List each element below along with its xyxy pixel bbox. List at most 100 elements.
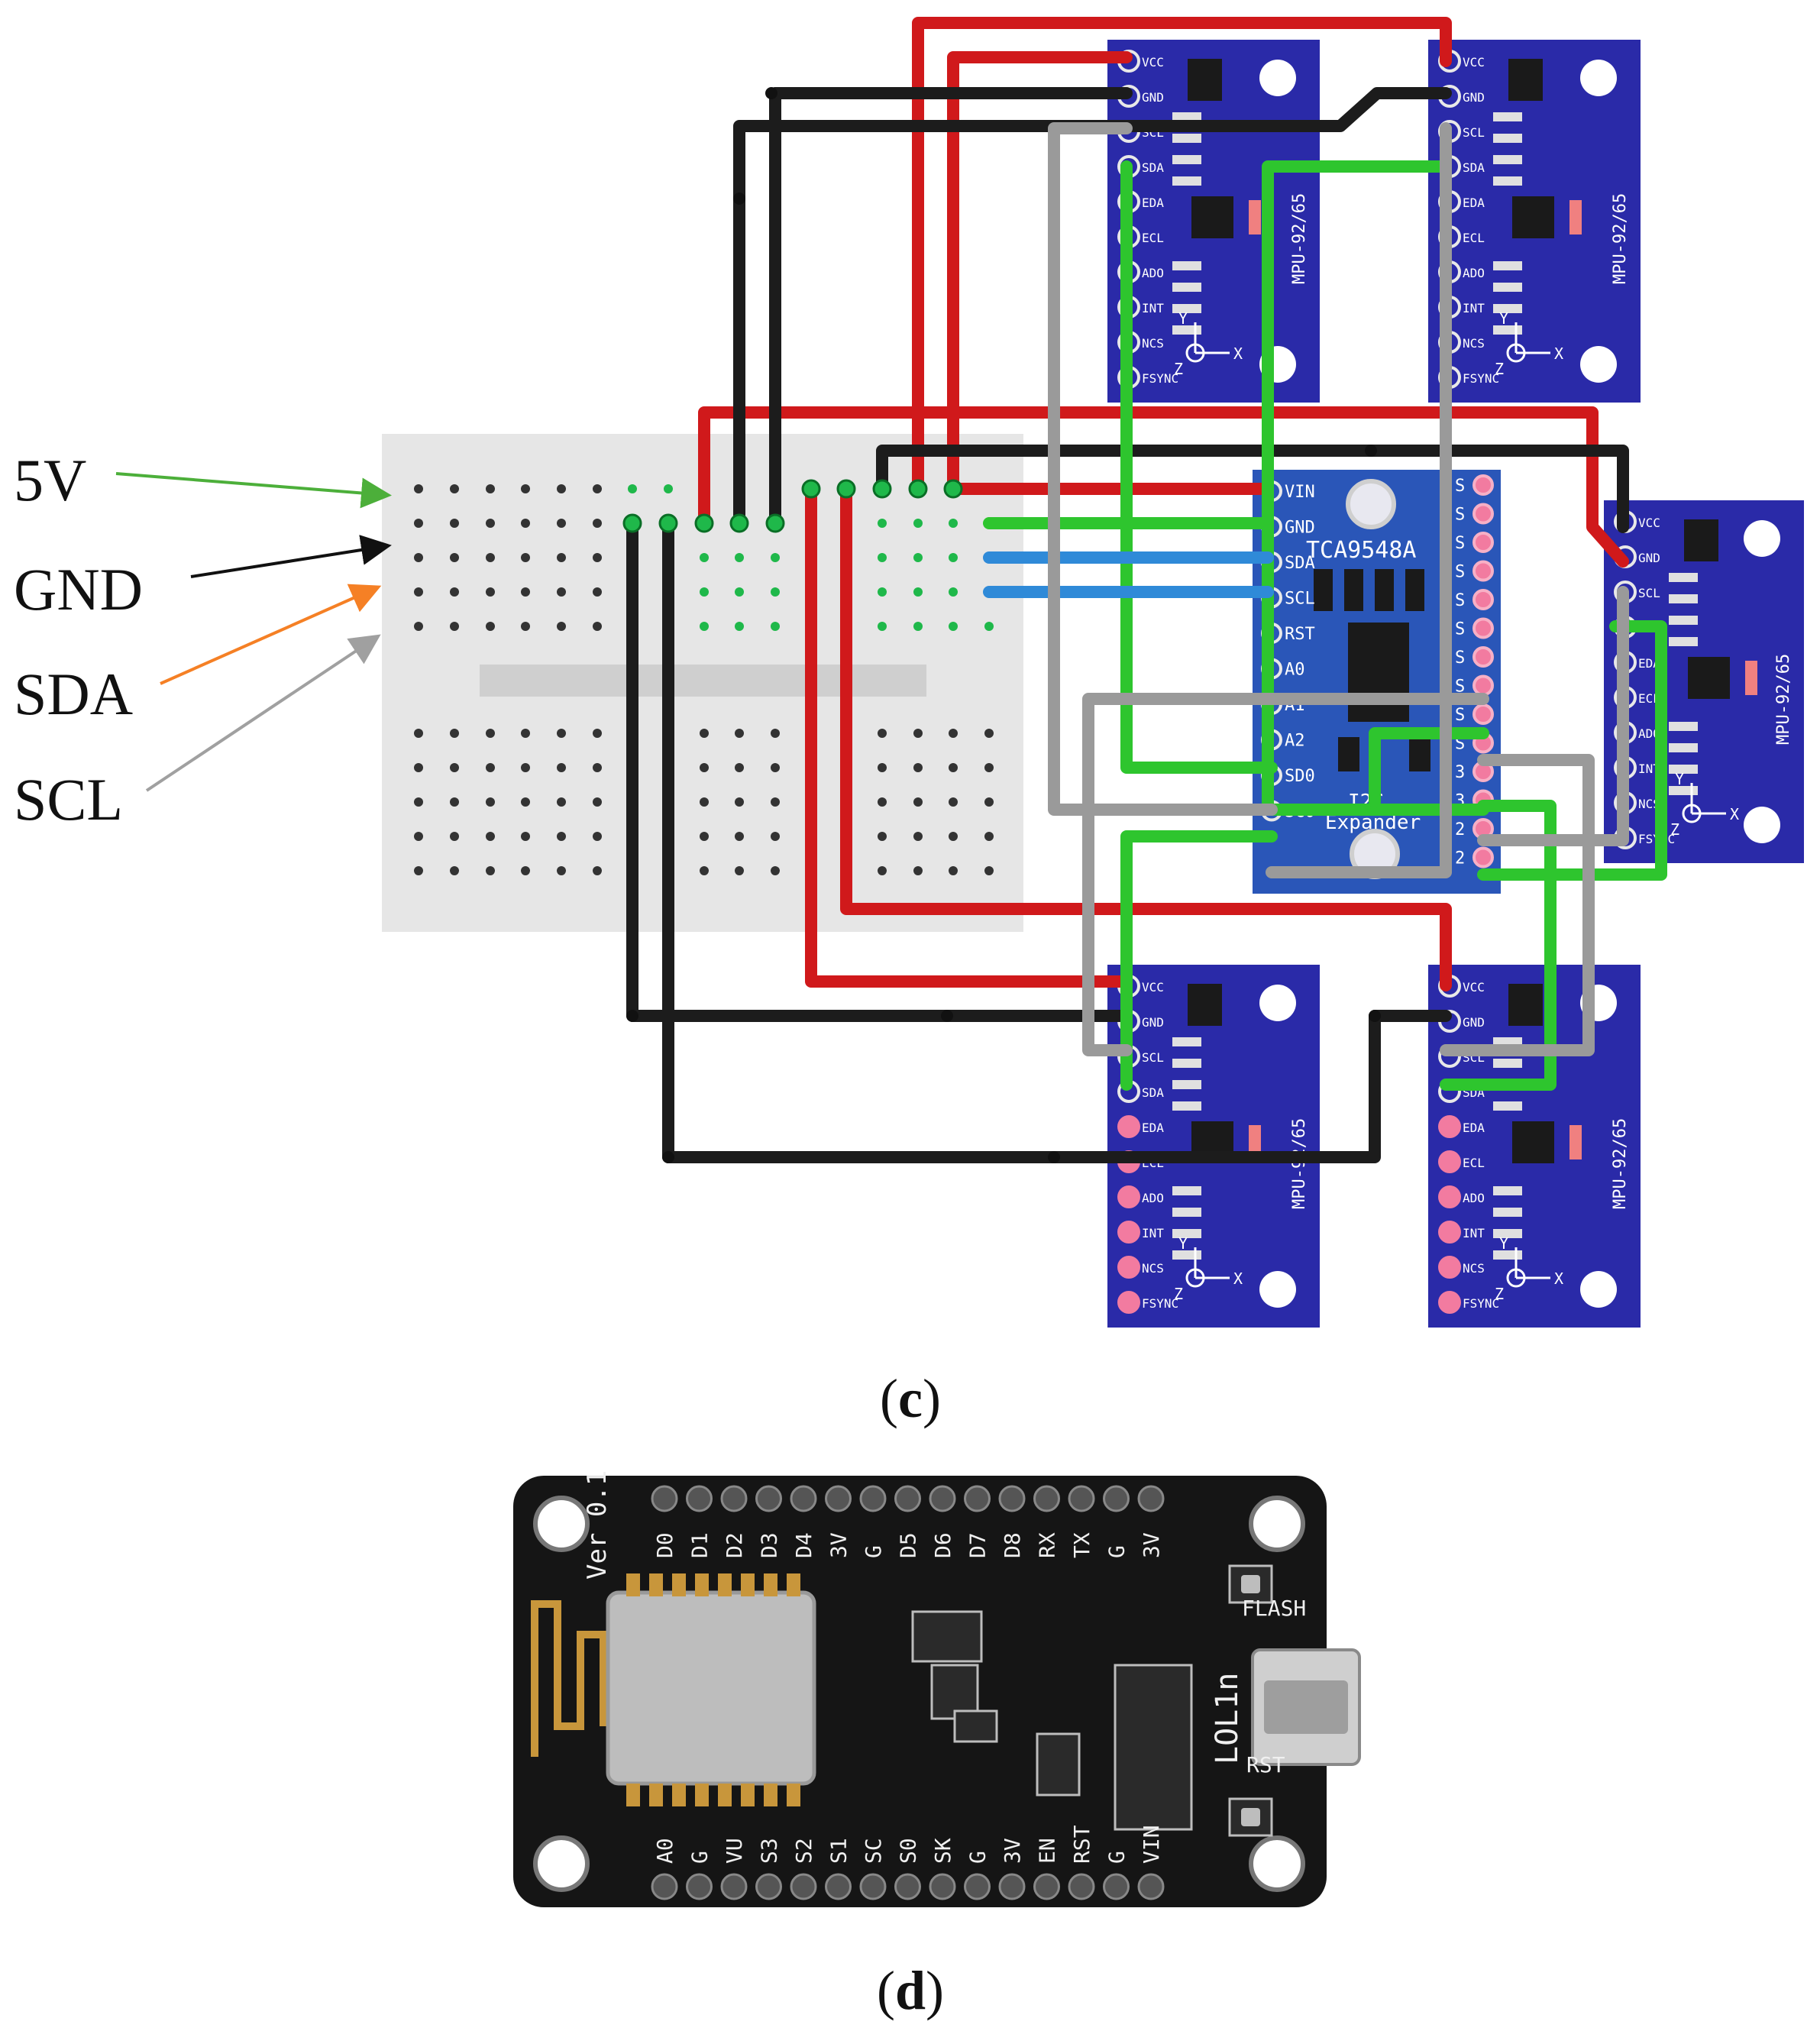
nodemcu-flash-label: FLASH <box>1242 1596 1306 1621</box>
legend-label-sda: SDA <box>14 661 134 727</box>
nodemcu-top-pin-label: G <box>861 1545 886 1558</box>
mpu-model-label: MPU-92/65 <box>1611 193 1630 284</box>
mux-right-pin-label: S <box>1455 706 1465 725</box>
nodemcu-top-pin-label: 3V <box>1139 1532 1164 1558</box>
wire-gray <box>1477 586 1629 846</box>
mpu-pin-label: NCS <box>1463 336 1485 351</box>
mpu-pin-label: ECL <box>1463 231 1485 245</box>
mpu-pin-label: FSYNC <box>1142 371 1178 386</box>
nodemcu-bottom-pin-label: G <box>965 1851 991 1864</box>
mpu-pin-label: EDA <box>1142 196 1164 210</box>
mpu-pin-label: VCC <box>1638 516 1660 530</box>
mpu-pin-label: GND <box>1463 1015 1485 1030</box>
nodemcu-top-pin-label: 3V <box>826 1532 852 1558</box>
wire-green <box>1120 830 1278 1091</box>
nodemcu-bottom-pin-label: S1 <box>826 1838 852 1864</box>
nodemcu-bottom-pin-label: VU <box>722 1838 747 1864</box>
mpu-pin-label: SCL <box>1463 125 1485 140</box>
nodemcu-top-pin-label: RX <box>1035 1532 1060 1558</box>
mpu-pin-label: INT <box>1142 1226 1164 1240</box>
nodemcu-top-pin-label: D1 <box>687 1532 713 1558</box>
mux-right-pin-label: S <box>1455 620 1465 639</box>
axis-x-label: X <box>1730 805 1739 823</box>
mpu-pin-label: GND <box>1142 1015 1164 1030</box>
mpu-sensor-board: VCCGNDSCLSDAEDAECLADOINTNCSFSYNCMPU-92/6… <box>1107 40 1320 403</box>
arrow-scl <box>145 634 381 792</box>
nodemcu-rst-label: RST <box>1246 1752 1285 1777</box>
mpu-pin-label: NCS <box>1638 797 1660 811</box>
mux-left-pin-label: A2 <box>1285 732 1305 751</box>
wire-black <box>662 517 1452 1163</box>
mpu-pin-label: VCC <box>1142 55 1164 70</box>
wire-gray <box>1266 122 1452 878</box>
mpu-pin-label: EDA <box>1638 656 1660 671</box>
wire-red <box>947 51 1133 495</box>
axis-x-label: X <box>1233 344 1243 363</box>
mpu-pin-label: ADO <box>1463 1191 1485 1205</box>
axis-z-label: Z <box>1174 1285 1183 1303</box>
mux-right-pin-label: S <box>1455 506 1465 525</box>
mux-right-pin-label: S <box>1455 563 1465 582</box>
mpu-pin-label: VCC <box>1463 980 1485 995</box>
mpu-pin-label: FSYNC <box>1142 1296 1178 1311</box>
arrow-sda <box>160 584 382 685</box>
mpu-pin-label: GND <box>1638 551 1660 565</box>
nodemcu-top-pin-label: D5 <box>896 1532 921 1558</box>
legend-arrows <box>115 472 392 792</box>
mpu-pin-label: INT <box>1463 1226 1485 1240</box>
nodemcu-bottom-pin-label: 3V <box>1000 1838 1025 1864</box>
mpu-pin-label: SDA <box>1142 1085 1164 1100</box>
axis-y-label: Y <box>1675 770 1684 788</box>
wire-black <box>733 87 1452 529</box>
mpu-pin-label: EDA <box>1142 1121 1164 1135</box>
nodemcu-bottom-pin-label: G <box>687 1851 713 1864</box>
caption-c: (c) <box>880 1368 941 1429</box>
mpu-pin-label: ECL <box>1638 691 1660 706</box>
mpu-pin-label: ADO <box>1638 726 1660 741</box>
nodemcu-top-pin-label: D0 <box>652 1532 677 1558</box>
axis-z-label: Z <box>1670 820 1679 839</box>
nodemcu-bottom-pin-label: G <box>1104 1851 1130 1864</box>
mpu-sensor-board: VCCGNDSCLSDAEDAECLADOINTNCSFSYNCMPU-92/6… <box>1107 965 1320 1328</box>
mux-right-pin-label: S <box>1455 591 1465 610</box>
mpu-pin-label: FSYNC <box>1463 1296 1499 1311</box>
nodemcu-top-pin-label: D7 <box>965 1532 991 1558</box>
mpu-pin-label: SDA <box>1142 160 1164 175</box>
wire-red <box>698 406 1629 568</box>
axis-y-label: Y <box>1499 309 1508 328</box>
mpu-pin-label: VCC <box>1463 55 1485 70</box>
mpu-pin-label: ECL <box>1142 231 1164 245</box>
mpu-sensor-board: VCCGNDSCLSDAEDAECLADOINTNCSFSYNCMPU-92/6… <box>1428 40 1641 403</box>
wire-green <box>1477 620 1667 881</box>
nodemcu-bottom-pin-label: S3 <box>757 1838 782 1864</box>
mpu-pin-label: SCL <box>1142 1050 1164 1065</box>
legend-label-scl: SCL <box>14 766 124 833</box>
mpu-pin-label: ADO <box>1142 266 1164 280</box>
mpu-pin-label: VCC <box>1142 980 1164 995</box>
nodemcu-top-pin-label: D2 <box>722 1532 747 1558</box>
wire-black <box>876 445 1629 533</box>
mpu-model-label: MPU-92/65 <box>1774 654 1793 745</box>
axis-x-label: X <box>1233 1269 1243 1288</box>
mux-right-pin-label: S <box>1455 534 1465 553</box>
mpu-pin-label: FSYNC <box>1463 371 1499 386</box>
mpu-pin-label: ADO <box>1463 266 1485 280</box>
mux-left-pin-label: VIN <box>1285 483 1315 502</box>
mux-left-pin-label: SD0 <box>1285 767 1315 786</box>
axis-y-label: Y <box>1178 309 1188 328</box>
mpu-pin-label: SDA <box>1463 160 1485 175</box>
nodemcu-brand: LOL1n <box>1210 1673 1245 1764</box>
mux-right-pin-label: 2 <box>1455 849 1465 868</box>
nodemcu-version: Ver 0.1 <box>582 1470 613 1580</box>
mux-left-pin-label: RST <box>1285 625 1315 644</box>
legend-label-gnd: GND <box>14 556 143 623</box>
nodemcu-bottom-pin-label: VIN <box>1139 1825 1164 1864</box>
wire-red <box>912 17 1452 495</box>
nodemcu-bottom-pin-label: A0 <box>652 1838 677 1864</box>
axis-z-label: Z <box>1495 360 1504 378</box>
mpu-sensor-board: VCCGNDSCLSDAEDAECLADOINTNCSFSYNCMPU-92/6… <box>1428 965 1641 1328</box>
mux-chip-label: TCA9548A <box>1306 537 1417 564</box>
caption-d: (d) <box>876 1960 944 2021</box>
mpu-model-label: MPU-92/65 <box>1290 1118 1309 1209</box>
wire-gray <box>1048 122 1278 816</box>
